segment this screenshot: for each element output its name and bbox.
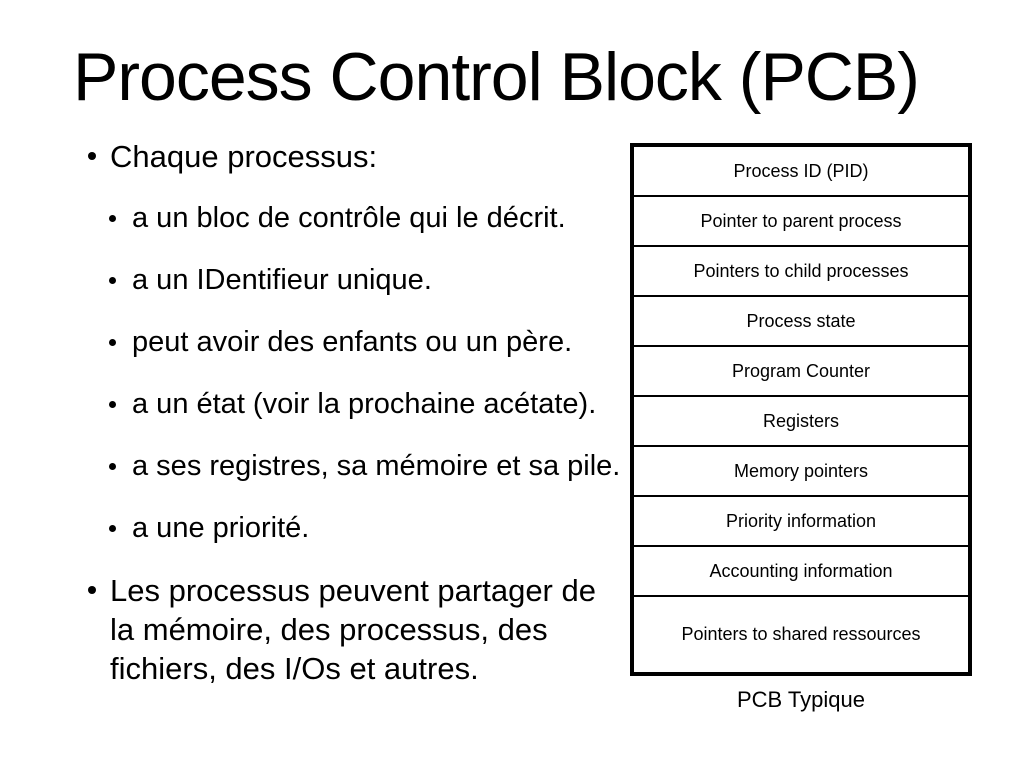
bullet-icon [109, 463, 116, 470]
bullet-item: a une priorité. [109, 509, 623, 548]
pcb-row: Accounting information [634, 547, 968, 597]
bullet-list: Chaque processus: a un bloc de contrôle … [88, 137, 623, 711]
bullet-item: a un bloc de contrôle qui le décrit. [109, 199, 623, 238]
bullet-text: peut avoir des enfants ou un père. [132, 326, 573, 358]
bullet-icon [109, 215, 116, 222]
pcb-row: Priority information [634, 497, 968, 547]
pcb-row-label: Registers [762, 410, 840, 431]
bullet-item: peut avoir des enfants ou un père. [109, 323, 623, 362]
bullet-icon [109, 339, 116, 346]
bullet-text: a un bloc de contrôle qui le décrit. [132, 202, 566, 234]
bullet-text: Chaque processus: [110, 139, 378, 174]
pcb-row-label: Pointers to shared ressources [681, 624, 921, 644]
pcb-caption: PCB Typique [736, 687, 865, 712]
bullet-item: a un état (voir la prochaine acétate). [109, 385, 623, 424]
bullet-text: a un IDentifieur unique. [132, 264, 432, 296]
pcb-diagram: Process ID (PID) Pointer to parent proce… [630, 143, 972, 713]
pcb-row: Process ID (PID) [634, 147, 968, 197]
pcb-row-label: Pointer to parent process [700, 210, 902, 231]
bullet-text: a une priorité. [132, 512, 310, 544]
pcb-row-label: Memory pointers [733, 460, 869, 481]
pcb-row: Program Counter [634, 347, 968, 397]
pcb-row: Process state [634, 297, 968, 347]
pcb-row-label: Pointers to child processes [693, 260, 909, 281]
pcb-row: Memory pointers [634, 447, 968, 497]
bullet-item: Les processus peuvent partager de la mém… [88, 571, 623, 688]
bullet-icon [109, 277, 116, 284]
bullet-icon [88, 152, 96, 160]
pcb-row: Pointers to child processes [634, 247, 968, 297]
pcb-row-label: Process state [746, 310, 856, 331]
bullet-icon [88, 586, 96, 594]
bullet-text: Les processus peuvent partager de la mém… [110, 573, 596, 686]
pcb-row: Pointer to parent process [634, 197, 968, 247]
bullet-item: a ses registres, sa mémoire et sa pile. [109, 447, 623, 486]
slide-title: Process Control Block (PCB) [73, 39, 920, 115]
pcb-row: Pointers to shared ressources [634, 597, 968, 672]
bullet-icon [109, 525, 116, 532]
pcb-row-label: Accounting information [709, 560, 893, 581]
bullet-item: a un IDentifieur unique. [109, 261, 623, 300]
pcb-row: Registers [634, 397, 968, 447]
bullet-text: a un état (voir la prochaine acétate). [132, 388, 597, 420]
pcb-row-label: Priority information [725, 510, 877, 531]
bullet-item: Chaque processus: [88, 137, 623, 176]
pcb-row-label: Program Counter [731, 360, 871, 381]
pcb-row-label: Process ID (PID) [733, 160, 869, 181]
bullet-text: a ses registres, sa mémoire et sa pile. [132, 450, 621, 482]
bullet-icon [109, 401, 116, 408]
pcb-table: Process ID (PID) Pointer to parent proce… [630, 143, 972, 676]
